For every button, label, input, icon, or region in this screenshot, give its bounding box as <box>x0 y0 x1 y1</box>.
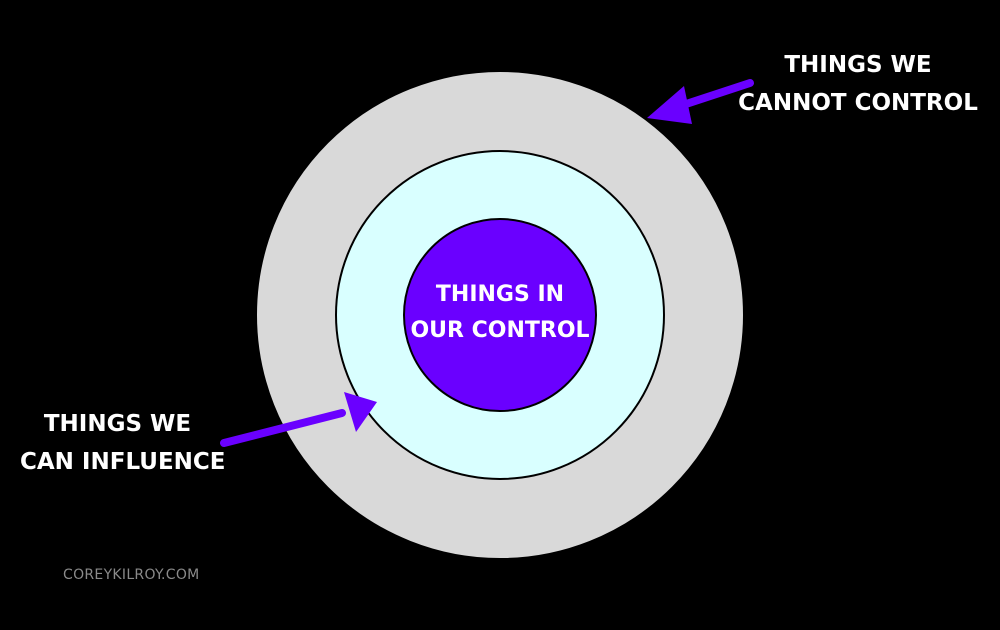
arrow-to-middle-circle <box>220 392 377 447</box>
inner-label-line-2: OUR CONTROL <box>410 318 590 343</box>
cannot-control-line-1: THINGS WE <box>784 52 932 78</box>
inner-circle-label: THINGS IN OUR CONTROL <box>400 277 600 349</box>
arrow-to-outer-circle <box>647 79 754 124</box>
cannot-control-line-2: CANNOT CONTROL <box>738 90 978 116</box>
watermark-text: COREYKILROY.COM <box>63 567 200 583</box>
inner-label-line-1: THINGS IN <box>435 282 565 307</box>
can-influence-line-2: CAN INFLUENCE <box>20 449 226 475</box>
can-influence-callout: THINGS WE CAN INFLUENCE <box>20 405 226 481</box>
cannot-control-callout: THINGS WE CANNOT CONTROL <box>728 46 988 122</box>
can-influence-line-1: THINGS WE <box>43 411 192 437</box>
inner-circle-our-control <box>403 218 597 412</box>
